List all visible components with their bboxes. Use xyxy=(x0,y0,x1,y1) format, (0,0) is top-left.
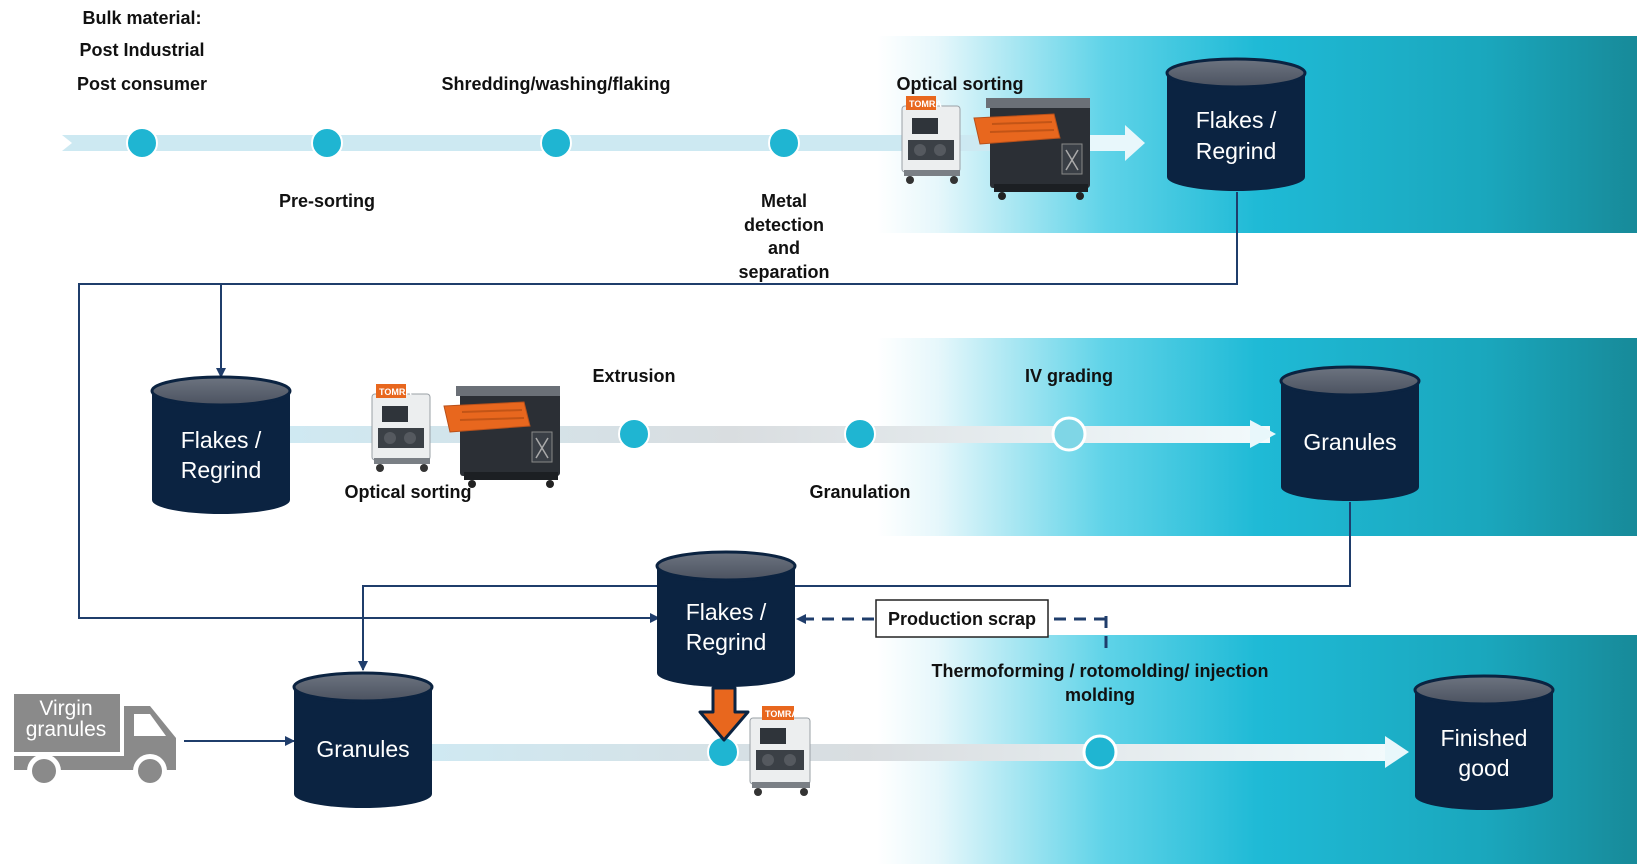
cylinder-label: Granules xyxy=(1303,429,1396,455)
cylinder-label: Flakes / xyxy=(181,427,262,453)
step-dot-granulation xyxy=(844,418,876,450)
svg-text:TOMRA: TOMRA xyxy=(765,709,798,719)
row2-arrow-head xyxy=(1250,420,1276,448)
label-extrusion: Extrusion xyxy=(592,366,675,386)
cylinder-label: Flakes / xyxy=(686,599,767,625)
label-post-consumer: Post consumer xyxy=(77,74,207,94)
cylinder-label: Regrind xyxy=(181,457,262,483)
cylinder-label: Flakes / xyxy=(1196,107,1277,133)
step-dot-shredding xyxy=(540,127,572,159)
label-iv-grading: IV grading xyxy=(1025,366,1113,386)
truck-icon: Virgin granules xyxy=(14,694,176,788)
cylinder-flakes-row2: Flakes / Regrind xyxy=(150,375,292,514)
label-metal-3: and xyxy=(768,238,800,258)
truck-label: granules xyxy=(26,718,107,741)
cylinder-label: Regrind xyxy=(686,629,767,655)
optical-sorter-image-row2 xyxy=(371,383,561,489)
row2-pipe xyxy=(290,426,1270,443)
step-dot-mixing xyxy=(707,736,739,768)
label-metal-2: detection xyxy=(744,215,824,235)
cylinder-granules-row2: Granules xyxy=(1279,365,1421,501)
row1-arrow-head xyxy=(1080,125,1145,161)
label-bulk-material: Bulk material: xyxy=(82,8,201,28)
label-forming-1: Thermoforming / rotomolding/ injection xyxy=(932,661,1269,681)
row3-pipe xyxy=(432,744,1392,761)
step-dot-metal xyxy=(768,127,800,159)
cylinder-flakes-row1: Flakes / Regrind xyxy=(1165,57,1307,191)
label-production-scrap: Production scrap xyxy=(888,609,1036,629)
orange-down-arrow xyxy=(698,686,750,742)
step-dot-forming xyxy=(1082,734,1118,770)
step-dot-bulk xyxy=(126,127,158,159)
step-dot-presorting xyxy=(311,127,343,159)
label-forming-2: molding xyxy=(1065,685,1135,705)
label-post-industrial: Post Industrial xyxy=(79,40,204,60)
production-scrap-box xyxy=(875,599,1049,638)
label-pre-sorting: Pre-sorting xyxy=(279,191,375,211)
cylinder-label: Regrind xyxy=(1196,138,1277,164)
label-shredding: Shredding/washing/flaking xyxy=(441,74,670,94)
label-granulation: Granulation xyxy=(809,482,910,502)
optical-sorter-image-row3: TOMRA xyxy=(749,706,811,796)
cylinder-flakes-row3: Flakes / Regrind xyxy=(655,550,797,687)
cylinder-label: Finished xyxy=(1441,725,1528,751)
step-dot-extrusion xyxy=(618,418,650,450)
truck-label: Virgin xyxy=(39,697,92,720)
label-metal-1: Metal xyxy=(761,191,807,211)
cylinder-label: good xyxy=(1458,755,1509,781)
label-metal-4: separation xyxy=(738,262,829,282)
cylinder-label: Granules xyxy=(316,736,409,762)
connector-row2-to-row3 xyxy=(358,502,1351,671)
step-dot-iv-grading xyxy=(1051,416,1087,452)
row3-arrow-head xyxy=(1385,736,1409,768)
label-optical-sorting-row2: Optical sorting xyxy=(344,482,471,502)
cylinder-granules-row3: Granules xyxy=(292,671,434,808)
label-optical-sorting-row1: Optical sorting xyxy=(896,74,1023,94)
cylinder-finished-good: Finished good xyxy=(1413,674,1555,810)
connector-row1-to-row3 xyxy=(78,192,1238,623)
